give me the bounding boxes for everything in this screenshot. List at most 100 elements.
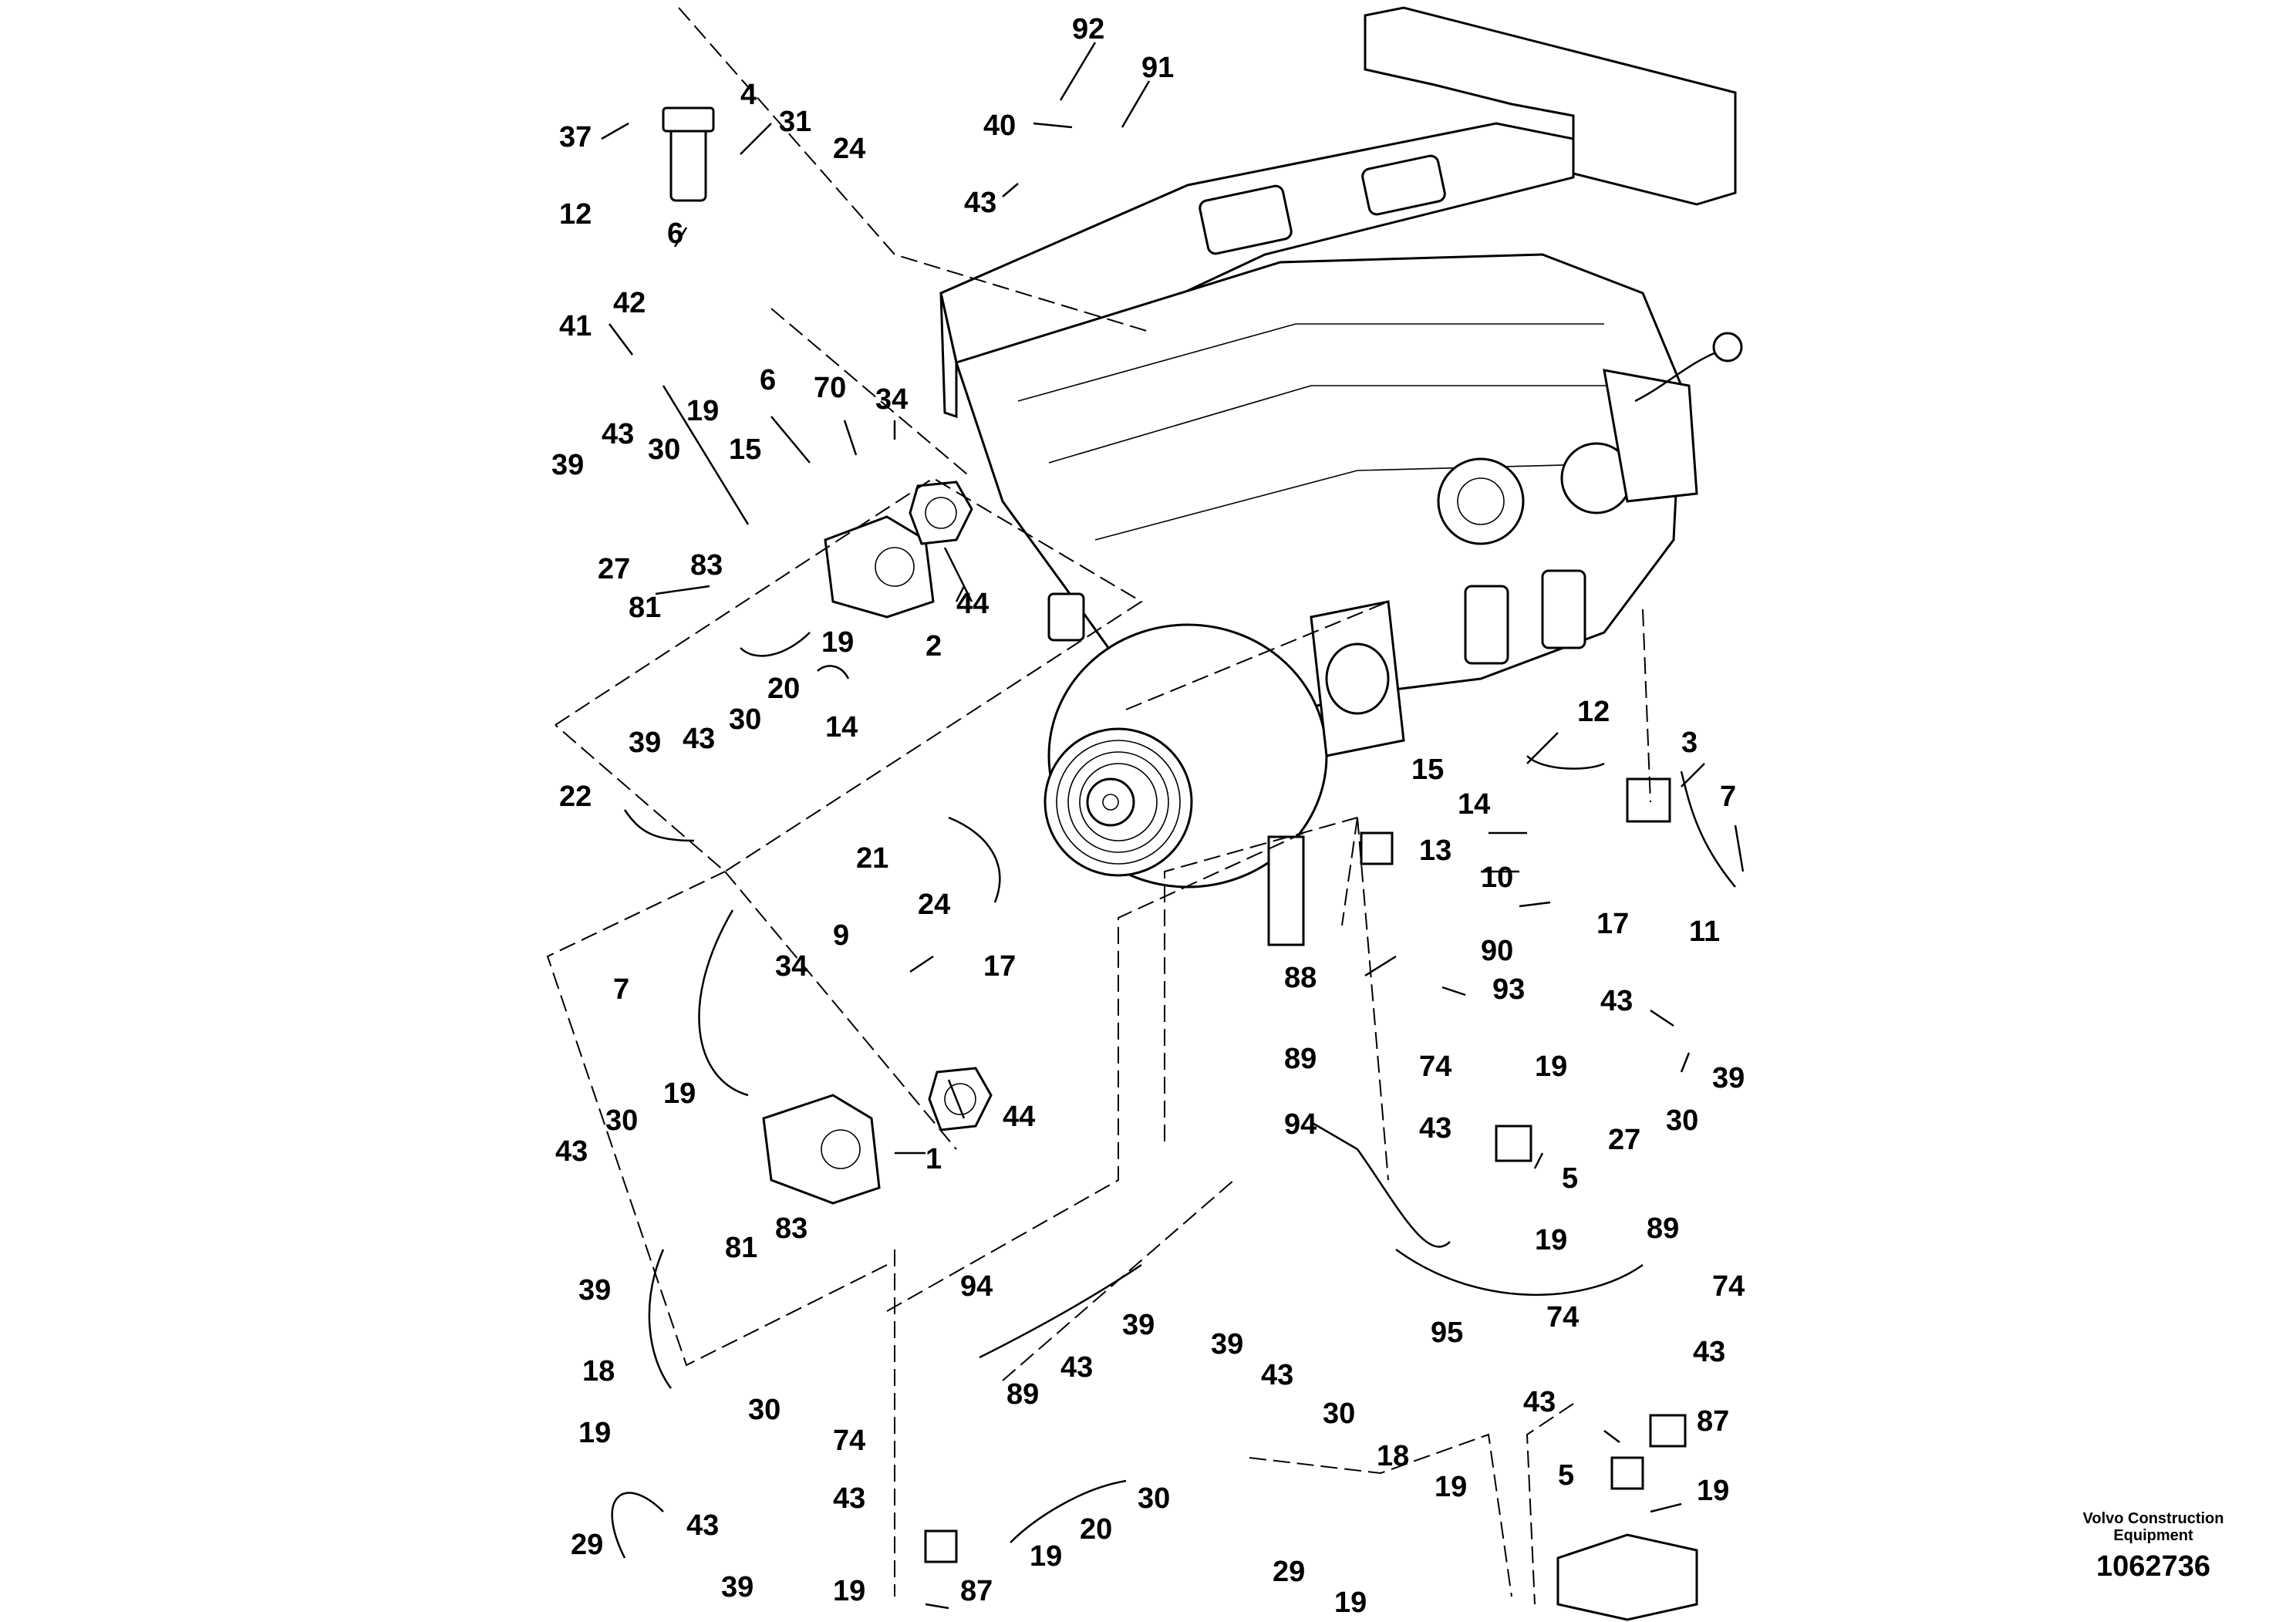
callout-43k: 43 [1261,1359,1293,1391]
callout-91: 91 [1141,52,1174,84]
callout-30f: 30 [1323,1398,1355,1430]
callout-5: 5 [1562,1162,1578,1195]
pump-2-assembly [824,481,973,619]
callout-9: 9 [833,919,849,952]
callout-20b: 20 [1080,1513,1112,1546]
callout-labels: 92 91 40 43 37 4 31 24 12 6 41 42 6 70 3… [551,13,1745,1619]
callout-87: 87 [1697,1405,1729,1438]
callout-2: 2 [925,630,942,663]
callout-5b: 5 [1558,1459,1574,1492]
callout-43j: 43 [833,1482,865,1515]
callout-44b: 44 [1003,1101,1035,1133]
callout-74b: 74 [1712,1270,1745,1303]
callout-70: 70 [814,372,846,404]
callout-1: 1 [925,1143,942,1175]
callout-6b: 6 [760,364,776,396]
callout-44: 44 [956,588,989,620]
callout-30: 30 [648,433,680,466]
callout-89c: 89 [1006,1378,1039,1411]
callout-19: 19 [686,395,719,427]
callout-39e: 39 [1122,1309,1155,1341]
callout-43h: 43 [1523,1386,1556,1418]
filter-assembly [662,106,715,202]
callout-15b: 15 [1411,754,1444,786]
callout-95: 95 [1431,1317,1463,1349]
callout-14b: 14 [1458,788,1490,821]
callout-24b: 24 [918,889,950,921]
callout-24: 24 [833,133,865,165]
callout-11: 11 [1689,916,1720,948]
callout-12b: 12 [1577,696,1610,728]
callout-12: 12 [559,198,592,231]
callout-88: 88 [1284,962,1317,994]
callout-29b: 29 [571,1529,603,1561]
callout-19h: 19 [833,1575,865,1607]
callout-30c: 30 [605,1104,638,1137]
callout-6: 6 [667,218,683,250]
callout-87b: 87 [960,1575,993,1607]
callout-42: 42 [613,287,646,319]
callout-74c: 74 [1546,1301,1579,1334]
callout-7b: 7 [613,973,629,1006]
callout-40: 40 [983,110,1016,142]
callout-89b: 89 [1647,1212,1679,1245]
callout-81: 81 [629,592,661,624]
callout-43c: 43 [683,723,715,755]
callout-39: 39 [551,449,584,481]
diagram-footer: Volvo Construction Equipment 1062736 [2065,1510,2242,1583]
callout-17: 17 [1596,908,1629,940]
callout-43l: 43 [686,1509,719,1542]
callout-43b: 43 [602,418,634,450]
callout-3: 3 [1681,727,1698,759]
callout-15: 15 [729,433,761,466]
callout-30d: 30 [1666,1104,1698,1137]
pump-1-assembly [762,1067,993,1205]
callout-27: 27 [598,553,630,585]
callout-89: 89 [1284,1043,1317,1075]
callout-19i: 19 [1435,1471,1467,1503]
callout-34b: 34 [775,950,807,983]
callout-74: 74 [1419,1050,1451,1083]
callout-19b: 19 [821,626,854,659]
callout-93: 93 [1492,973,1525,1006]
leader-lines [601,42,1745,1610]
callout-22: 22 [559,781,592,813]
callout-94b: 94 [960,1270,993,1303]
callout-39c: 39 [578,1274,611,1307]
callout-83b: 83 [775,1212,807,1245]
callout-10: 10 [1481,862,1513,894]
callout-17b: 17 [983,950,1016,983]
callout-31: 31 [779,106,811,138]
callout-18: 18 [582,1355,615,1388]
callout-20: 20 [767,673,800,705]
callout-19k: 19 [578,1417,611,1449]
document-number: 1062736 [2096,1550,2210,1583]
callout-29: 29 [1273,1556,1305,1588]
callout-43: 43 [964,187,996,219]
callout-13: 13 [1419,835,1451,867]
callout-18b: 18 [1377,1440,1409,1472]
callout-90: 90 [1481,935,1513,967]
callout-19j: 19 [1334,1587,1367,1619]
engine-assembly [939,6,1743,946]
callout-39f: 39 [1211,1328,1243,1361]
callout-43d: 43 [555,1135,588,1168]
callout-37: 37 [559,121,592,153]
valve-block-3 [1626,777,1671,823]
dashed-boundaries [546,7,1651,1605]
lower-right-blocks [924,1125,1698,1621]
callout-34: 34 [875,383,908,416]
callout-19e: 19 [1535,1224,1567,1256]
callout-19c: 19 [663,1077,696,1110]
callout-83: 83 [690,549,723,582]
callout-41: 41 [559,310,592,342]
callout-43g: 43 [1693,1336,1725,1368]
callout-30e: 30 [1138,1482,1170,1515]
callout-43i: 43 [1060,1351,1093,1384]
callout-14: 14 [825,711,858,744]
callout-21: 21 [856,842,888,875]
callout-39b: 39 [629,727,661,759]
callout-27b: 27 [1608,1124,1640,1156]
callout-39g: 39 [721,1571,754,1603]
